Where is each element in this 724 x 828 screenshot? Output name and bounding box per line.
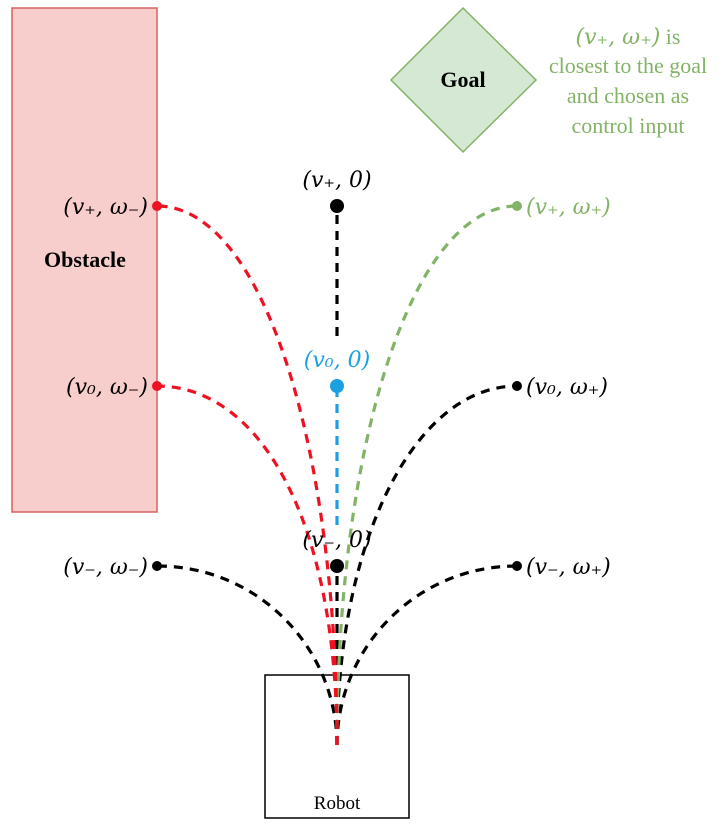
trajectory-v0-wplus <box>335 384 518 746</box>
obstacle-label: Obstacle <box>44 247 126 272</box>
label-v0-wplus: (v₀, ω₊) <box>526 375 608 400</box>
point-vplus-wminus <box>152 201 162 211</box>
point-vminus-wplus <box>512 561 522 571</box>
goal-note-line2: closest to the goal <box>549 53 707 78</box>
label-vplus-0: (v₊, 0) <box>302 168 371 193</box>
trajectory-vminus-wminus <box>156 564 339 746</box>
label-vminus-wplus: (v₋, ω₊) <box>526 555 611 580</box>
trajectory-vminus-wplus <box>335 564 518 746</box>
robot-label: Robot <box>314 793 361 814</box>
trajectory-v0-wminus <box>156 384 339 746</box>
obstacle-region <box>11 7 158 513</box>
goal-note-is: is <box>660 24 680 49</box>
point-vplus-0 <box>330 199 344 213</box>
label-vminus-wminus: (v₋, ω₋) <box>63 555 148 580</box>
label-v0-wminus: (v₀, ω₋) <box>66 375 148 400</box>
trajectory-vplus-wminus <box>156 204 339 746</box>
label-vminus-0: (v₋, 0) <box>302 528 371 553</box>
point-v0-wminus <box>152 381 162 391</box>
goal-note-line1: (v₊, ω₊) is <box>576 24 681 50</box>
point-v0-0 <box>330 379 344 393</box>
point-vplus-wplus <box>512 201 522 211</box>
goal-diamond <box>389 6 538 154</box>
point-vminus-wminus <box>152 561 162 571</box>
goal-note-line4: control input <box>571 113 684 138</box>
point-vminus-0 <box>330 559 344 573</box>
label-vplus-wplus: (v₊, ω₊) <box>526 195 611 220</box>
goal-note-math: (v₊, ω₊) <box>576 25 661 50</box>
goal-label: Goal <box>440 67 485 92</box>
label-vplus-wminus: (v₊, ω₋) <box>63 195 148 220</box>
point-v0-wplus <box>512 381 522 391</box>
label-v0-0: (v₀, 0) <box>304 348 370 373</box>
goal-note-line3: and chosen as <box>567 83 689 108</box>
trajectory-vplus-wplus <box>335 204 518 746</box>
